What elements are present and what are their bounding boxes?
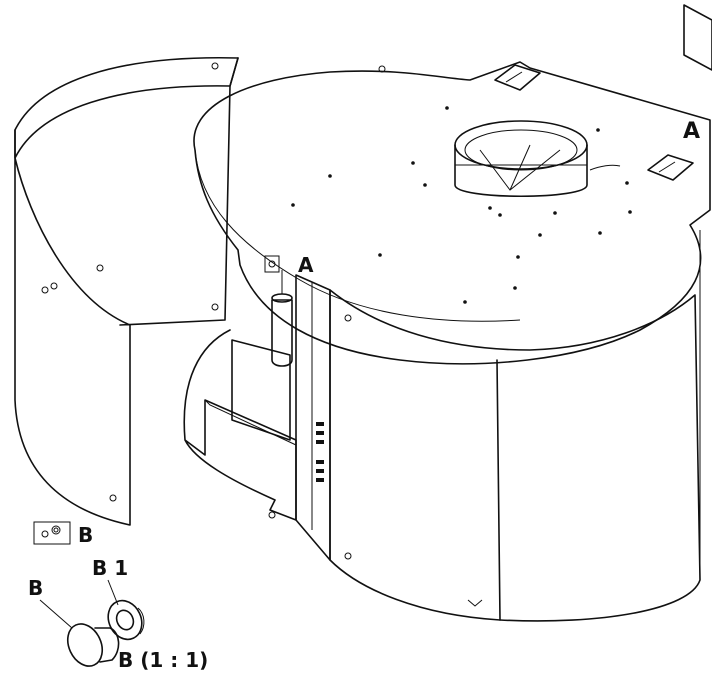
grommet-b1: B 1 [92, 556, 145, 641]
callout-a-center: A [264, 253, 314, 277]
callout-b-cap-label: B [28, 576, 43, 600]
mounting-holes [291, 65, 632, 304]
callout-b-box-label: B [78, 523, 93, 547]
callout-b1-label: B 1 [92, 556, 128, 580]
hood-body [193, 61, 711, 622]
callout-a-right-label: A [683, 119, 700, 144]
left-side-panel [14, 56, 239, 526]
mounting-brackets [494, 4, 712, 181]
callout-b-box: B [33, 521, 93, 547]
control-buttons [316, 422, 324, 482]
callout-a-center-label: A [298, 253, 314, 277]
outlet-collar [454, 120, 621, 197]
cap-b: B [28, 576, 120, 667]
scale-label: B (1 : 1) [118, 648, 208, 672]
motor-housing [183, 270, 297, 521]
